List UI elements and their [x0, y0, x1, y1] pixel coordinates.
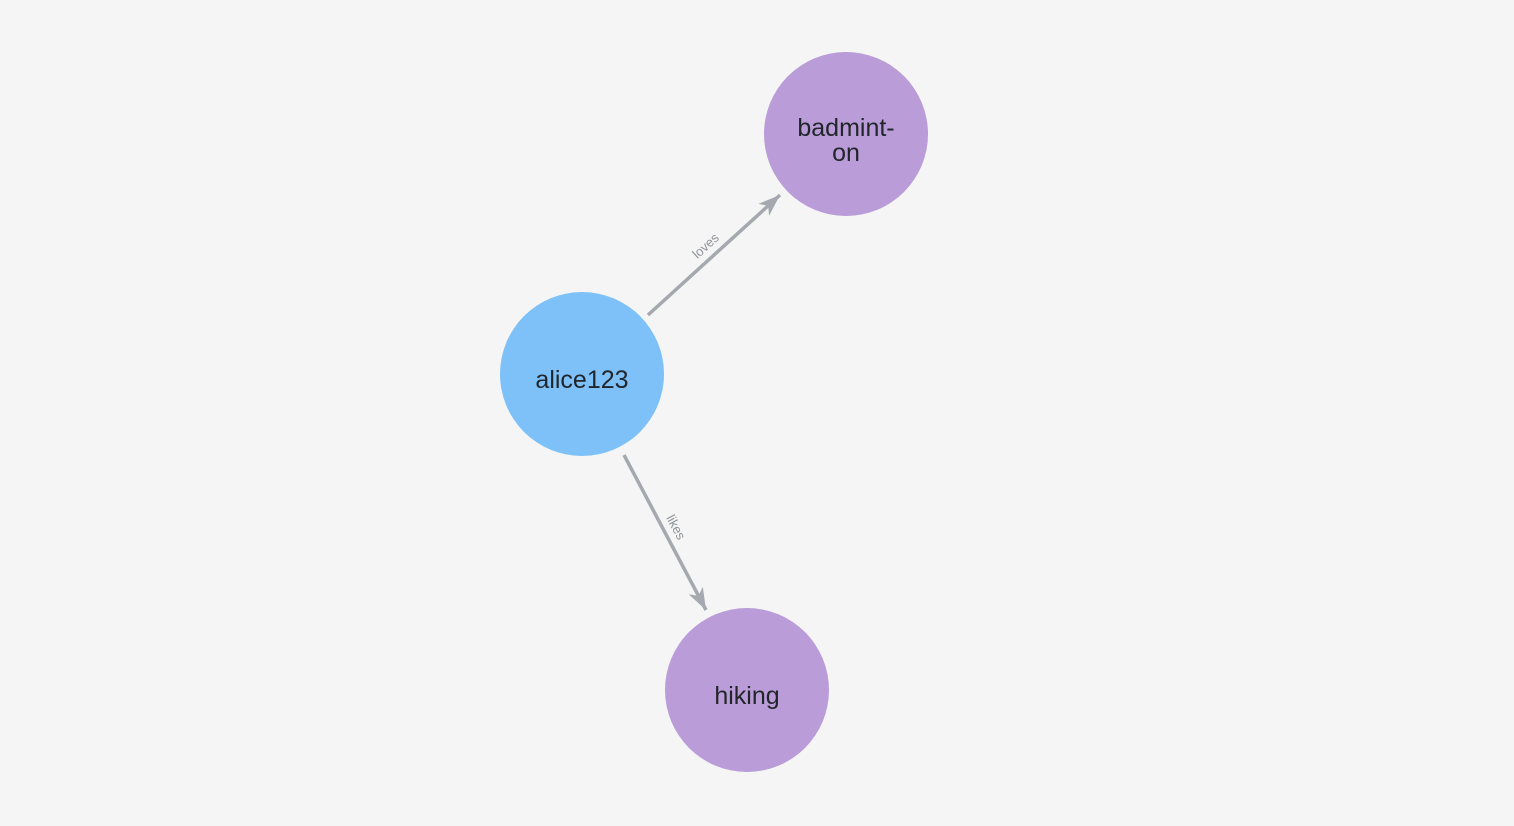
edge-line-loves[interactable]: [646, 193, 782, 317]
node-circle-alice123[interactable]: [500, 292, 664, 456]
node-badminton: badmint-on: [764, 52, 928, 216]
node-alice123: alice123: [500, 292, 664, 456]
node-circle-badminton[interactable]: [764, 52, 928, 216]
edge-line-likes[interactable]: [622, 454, 708, 611]
node-hiking: hiking: [665, 608, 829, 772]
node-circle-hiking[interactable]: [665, 608, 829, 772]
